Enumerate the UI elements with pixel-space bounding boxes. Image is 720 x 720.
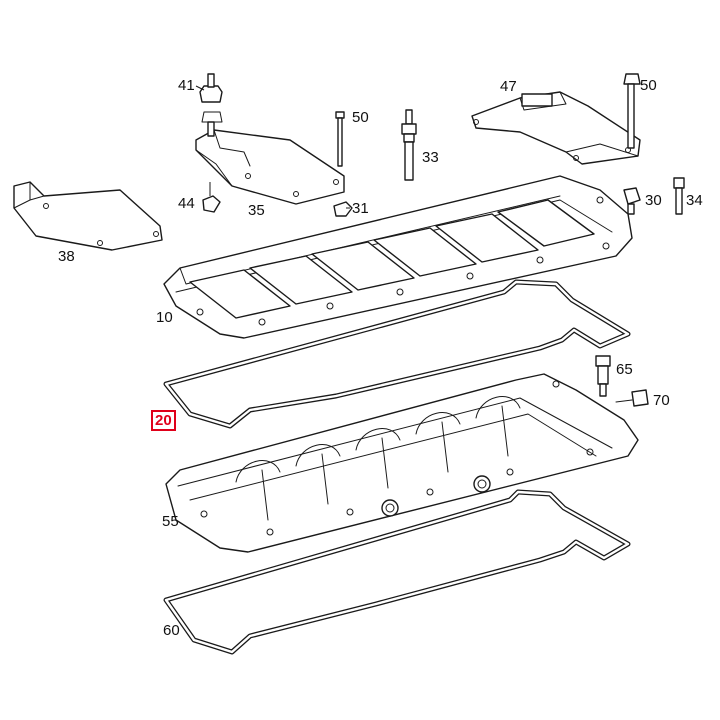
part-70-shape — [615, 389, 649, 407]
callout-20-highlighted[interactable]: 20 — [151, 410, 176, 431]
callout-30: 30 — [645, 192, 662, 209]
part-50-left-shape — [335, 111, 345, 167]
leader-41 — [195, 85, 205, 91]
part-35-shape — [195, 129, 345, 205]
callout-33: 33 — [422, 149, 439, 166]
callout-65: 65 — [616, 361, 633, 378]
callout-44: 44 — [178, 195, 195, 212]
callout-50-left: 50 — [352, 109, 369, 126]
callout-50-right: 50 — [640, 77, 657, 94]
callout-35: 35 — [248, 202, 265, 219]
part-60-gasket-shape — [163, 489, 631, 655]
part-34-shape — [673, 177, 685, 215]
callout-41: 41 — [178, 77, 195, 94]
part-50-right-shape — [623, 73, 641, 149]
callout-60: 60 — [163, 622, 180, 639]
part-55-shape — [165, 373, 639, 553]
callout-31: 31 — [352, 200, 369, 217]
part-33-shape — [401, 109, 417, 181]
part-31-shape — [333, 201, 353, 217]
callout-47: 47 — [500, 78, 517, 95]
callout-10: 10 — [156, 309, 173, 326]
part-44-shape — [202, 182, 221, 213]
callout-38: 38 — [58, 248, 75, 265]
part-38-shape — [13, 181, 163, 251]
callout-34: 34 — [686, 192, 703, 209]
part-30-shape — [623, 187, 641, 215]
part-41-shape — [199, 73, 223, 137]
part-47-shape — [471, 91, 641, 165]
part-20-gasket-shape — [163, 279, 631, 429]
part-10-shape — [163, 175, 633, 339]
part-65-shape — [595, 355, 611, 397]
callout-70: 70 — [653, 392, 670, 409]
callout-55: 55 — [162, 513, 179, 530]
